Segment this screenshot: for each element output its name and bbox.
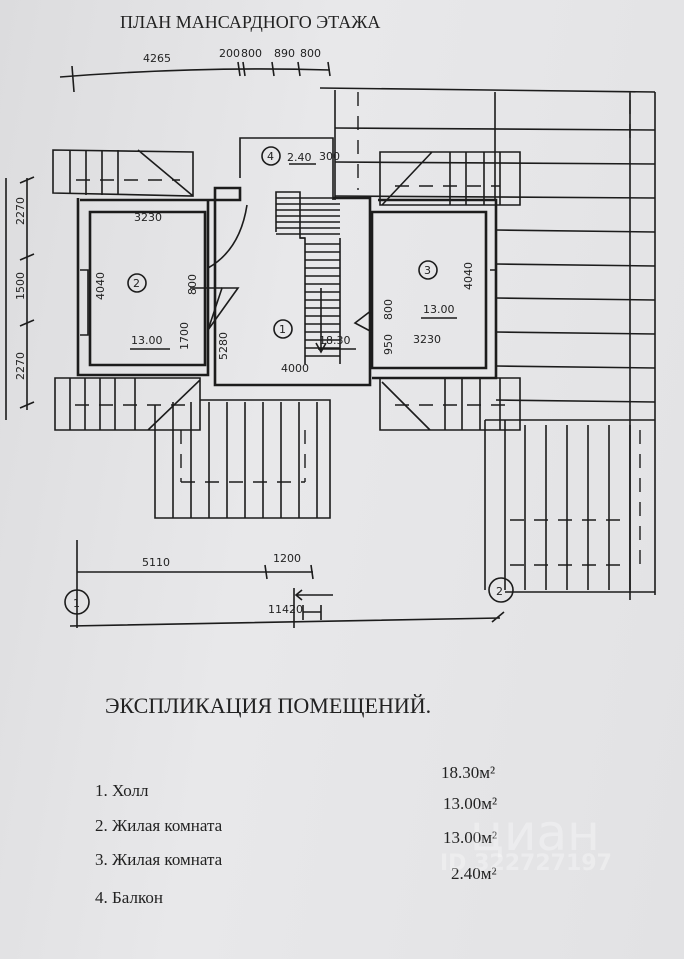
roof-lower-left [54,377,201,431]
roof-upper-right [379,151,521,206]
dim-1200: 1200 [273,552,301,565]
svg-text:3230: 3230 [413,333,441,346]
room-2-area: 13.00 [131,334,163,347]
hall-area: 18.30 [319,334,351,347]
roof-plank-line [510,430,641,570]
roof-lower-middle [154,399,331,519]
svg-text:2: 2 [133,277,140,290]
list-item: 4. Балкон [95,888,163,907]
area-value: 13.00м² [443,828,497,847]
bottom-dimension-lines: 5110 1200 11420 [69,540,505,628]
roof-plank-line [357,92,631,190]
roof-plank-line [334,161,656,165]
list-item: 2. Жилая комната [95,816,223,835]
svg-text:4040: 4040 [94,272,107,300]
room-3: 3 13.00 4040 800 950 3230 [382,260,475,355]
svg-text:3230: 3230 [134,211,162,224]
roof-plank-line [334,127,656,131]
roof-plank-line [495,229,656,233]
balcony-area: 2.40 [287,151,312,164]
room-3-area: 13.00 [423,303,455,316]
svg-text:5280: 5280 [217,332,230,360]
roof-plank-line [334,195,656,199]
room-2: 2 13.00 3230 4040 800 1700 [94,211,199,350]
roof-plank-line [319,87,656,600]
staircase [275,191,341,364]
watermark-id: ID 322727197 [440,851,612,876]
svg-text:3: 3 [424,264,431,277]
dim-800b: 800 [300,47,321,60]
list-item: 3. Жилая комната [95,850,223,869]
area-value: 2.40м² [451,864,497,883]
axis-marker-2: 2 [488,577,514,603]
svg-text:1: 1 [279,323,286,336]
roof-plank-line [495,365,656,369]
svg-text:300: 300 [319,150,340,163]
left-dimension-line: 2270 1500 2270 [5,176,35,420]
svg-text:4: 4 [267,150,274,163]
roof-lower-center-right [379,377,521,431]
area-value: 13.00м² [443,794,497,813]
house-walls [76,186,498,387]
dim-200: 200 [219,47,240,60]
svg-text:1500: 1500 [14,272,27,300]
explication-list: 1. Холл 2. Жилая комната 3. Жилая комнат… [95,763,497,907]
svg-text:950: 950 [382,334,395,355]
svg-text:4040: 4040 [462,262,475,290]
list-item: 1. Холл [95,781,149,800]
area-value: 18.30м² [441,763,495,782]
dim-800: 800 [241,47,262,60]
section-mark [293,588,333,628]
svg-text:1700: 1700 [178,322,191,350]
watermark-brand: циан [470,804,600,862]
explication-title: ЭКСПЛИКАЦИЯ ПОМЕЩЕНИЙ. [105,693,431,718]
svg-text:2: 2 [496,585,503,598]
roof-top-right [319,87,656,600]
room-1-hall: 1 18.30 5280 4000 [217,319,356,375]
svg-text:800: 800 [186,274,199,295]
roof-plank-line [484,419,655,593]
svg-text:800: 800 [382,299,395,320]
plan-title: ПЛАН МАНСАРДНОГО ЭТАЖА [120,12,380,32]
dim-11420: 11420 [268,603,303,616]
svg-text:2270: 2270 [14,197,27,225]
roof-plank-line [495,399,656,403]
top-dimension-line: 4265 200 800 890 800 [59,47,331,93]
roof-lower-right [484,419,655,593]
dim-5110: 5110 [142,556,170,569]
svg-text:1: 1 [73,597,80,610]
axis-marker-1: 1 [64,589,90,615]
dim-4265: 4265 [143,52,171,65]
roof-plank-line [495,263,656,267]
svg-text:2270: 2270 [14,352,27,380]
roof-upper-left [52,149,194,197]
svg-text:4000: 4000 [281,362,309,375]
roof-plank-line [495,331,656,335]
roof-plank-line [495,297,656,301]
balcony-4: 4 2.40 300 [239,137,340,200]
dim-890: 890 [274,47,295,60]
